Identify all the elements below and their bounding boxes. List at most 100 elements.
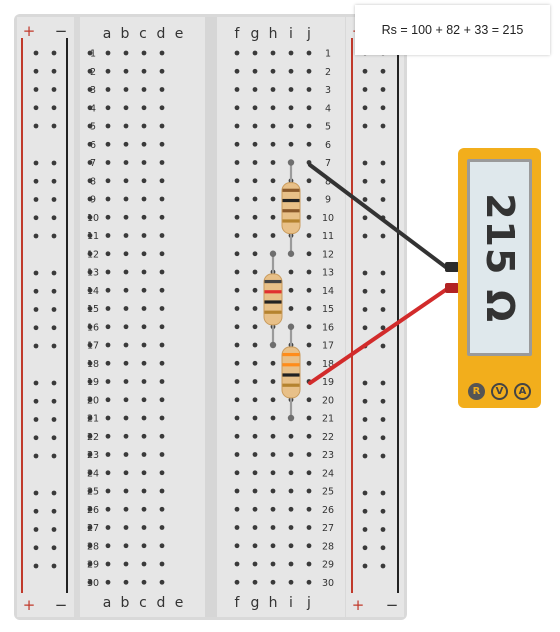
breadboard-hole[interactable] <box>234 196 240 202</box>
breadboard-hole[interactable] <box>234 214 240 220</box>
breadboard-hole[interactable] <box>141 87 147 92</box>
breadboard-hole[interactable] <box>234 506 240 512</box>
breadboard-hole[interactable] <box>270 506 276 512</box>
breadboard-hole[interactable] <box>33 545 39 551</box>
breadboard-hole[interactable] <box>252 470 258 476</box>
breadboard-hole[interactable] <box>270 178 276 184</box>
breadboard-hole[interactable] <box>159 160 165 165</box>
breadboard-hole[interactable] <box>33 288 39 294</box>
breadboard-hole[interactable] <box>51 105 57 111</box>
breadboard-hole[interactable] <box>306 397 312 403</box>
breadboard-hole[interactable] <box>270 525 276 530</box>
breadboard-hole[interactable] <box>123 251 129 257</box>
breadboard-hole[interactable] <box>288 68 294 74</box>
breadboard-hole[interactable] <box>123 506 129 512</box>
breadboard-hole[interactable] <box>288 287 294 293</box>
breadboard-hole[interactable] <box>380 307 386 312</box>
breadboard-hole[interactable] <box>87 579 93 585</box>
breadboard-hole[interactable] <box>87 123 93 129</box>
breadboard-hole[interactable] <box>159 543 165 549</box>
breadboard-hole[interactable] <box>87 452 93 457</box>
breadboard-hole[interactable] <box>270 141 276 147</box>
breadboard-hole[interactable] <box>123 360 129 366</box>
breadboard-hole[interactable] <box>380 527 386 532</box>
breadboard-hole[interactable] <box>141 287 147 293</box>
breadboard-hole[interactable] <box>288 561 294 567</box>
breadboard-hole[interactable] <box>51 123 57 129</box>
breadboard-hole[interactable] <box>362 380 368 386</box>
breadboard-hole[interactable] <box>252 123 258 129</box>
breadboard-hole[interactable] <box>362 215 368 221</box>
breadboard-hole[interactable] <box>87 269 93 275</box>
breadboard-hole[interactable] <box>159 433 165 439</box>
breadboard-hole[interactable] <box>362 123 368 129</box>
breadboard-hole[interactable] <box>123 561 129 567</box>
breadboard-hole[interactable] <box>51 270 57 276</box>
breadboard-hole[interactable] <box>362 105 368 111</box>
breadboard-hole[interactable] <box>234 306 240 311</box>
breadboard-hole[interactable] <box>362 270 368 276</box>
breadboard-hole[interactable] <box>288 123 294 129</box>
breadboard-hole[interactable] <box>123 178 129 184</box>
breadboard-hole[interactable] <box>51 307 57 312</box>
breadboard-hole[interactable] <box>159 105 165 111</box>
breadboard-hole[interactable] <box>362 178 368 184</box>
breadboard-hole[interactable] <box>141 561 147 567</box>
breadboard-hole[interactable] <box>362 68 368 74</box>
breadboard-hole[interactable] <box>306 561 312 567</box>
black-probe-wire[interactable] <box>308 163 449 270</box>
breadboard-hole[interactable] <box>87 415 93 421</box>
breadboard-hole[interactable] <box>234 360 240 366</box>
breadboard-hole[interactable] <box>306 68 312 74</box>
breadboard-hole[interactable] <box>288 105 294 111</box>
breadboard-hole[interactable] <box>234 324 240 330</box>
breadboard-hole[interactable] <box>252 233 258 238</box>
breadboard-hole[interactable] <box>105 543 111 549</box>
breadboard-hole[interactable] <box>105 287 111 293</box>
breadboard-hole[interactable] <box>380 490 386 496</box>
breadboard-hole[interactable] <box>270 433 276 439</box>
breadboard-hole[interactable] <box>51 453 57 459</box>
breadboard-hole[interactable] <box>252 433 258 439</box>
breadboard-hole[interactable] <box>51 50 57 56</box>
breadboard-hole[interactable] <box>87 433 93 439</box>
breadboard-hole[interactable] <box>105 68 111 74</box>
breadboard-hole[interactable] <box>123 123 129 129</box>
breadboard-hole[interactable] <box>380 325 386 331</box>
breadboard-hole[interactable] <box>380 288 386 294</box>
breadboard-hole[interactable] <box>51 343 57 349</box>
breadboard-hole[interactable] <box>105 269 111 275</box>
breadboard-hole[interactable] <box>252 415 258 421</box>
breadboard-hole[interactable] <box>159 141 165 147</box>
breadboard-hole[interactable] <box>270 50 276 56</box>
breadboard-hole[interactable] <box>51 197 57 202</box>
breadboard-hole[interactable] <box>105 178 111 184</box>
breadboard-hole[interactable] <box>87 233 93 238</box>
breadboard-hole[interactable] <box>306 251 312 257</box>
breadboard-hole[interactable] <box>362 233 368 239</box>
breadboard-hole[interactable] <box>159 269 165 275</box>
breadboard-hole[interactable] <box>159 196 165 202</box>
breadboard-hole[interactable] <box>362 490 368 496</box>
mode-resistance-button[interactable]: R <box>468 383 485 400</box>
breadboard-hole[interactable] <box>362 545 368 551</box>
breadboard-hole[interactable] <box>380 233 386 239</box>
breadboard-hole[interactable] <box>33 105 39 111</box>
breadboard-hole[interactable] <box>362 325 368 331</box>
breadboard-hole[interactable] <box>105 506 111 512</box>
breadboard-hole[interactable] <box>270 214 276 220</box>
breadboard-hole[interactable] <box>270 561 276 567</box>
breadboard-hole[interactable] <box>159 379 165 384</box>
breadboard-hole[interactable] <box>51 160 57 166</box>
breadboard-hole[interactable] <box>87 287 93 293</box>
breadboard-hole[interactable] <box>159 415 165 421</box>
breadboard-hole[interactable] <box>51 87 57 92</box>
red-probe-wire[interactable] <box>308 287 449 385</box>
breadboard-hole[interactable] <box>123 141 129 147</box>
breadboard-hole[interactable] <box>123 452 129 457</box>
breadboard-hole[interactable] <box>141 105 147 111</box>
breadboard-hole[interactable] <box>306 452 312 457</box>
breadboard-hole[interactable] <box>234 141 240 147</box>
breadboard-hole[interactable] <box>105 233 111 238</box>
breadboard-hole[interactable] <box>252 561 258 567</box>
